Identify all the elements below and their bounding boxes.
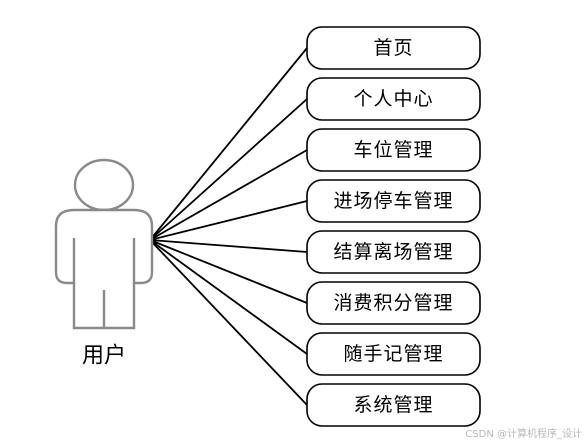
association-line xyxy=(149,200,308,241)
user-actor-icon xyxy=(54,158,154,330)
association-line xyxy=(149,149,308,241)
use-case-box xyxy=(306,383,481,427)
association-line xyxy=(149,47,308,241)
use-case-box xyxy=(306,281,481,325)
actor-body xyxy=(54,208,154,330)
use-case-label: 首页 xyxy=(373,37,413,59)
use-case-label: 结算离场管理 xyxy=(333,241,453,263)
use-case-node: 车位管理 xyxy=(306,128,481,172)
association-line xyxy=(149,239,308,304)
use-case-node: 进场停车管理 xyxy=(306,179,481,223)
use-case-box xyxy=(306,230,481,274)
use-case-box xyxy=(306,77,481,121)
use-case-node: 消费积分管理 xyxy=(306,281,481,325)
use-case-box xyxy=(306,332,481,376)
association-line xyxy=(149,239,308,406)
use-case-node: 随手记管理 xyxy=(306,332,481,376)
actor-label: 用户 xyxy=(82,344,126,369)
use-case-label: 车位管理 xyxy=(353,139,433,161)
use-case-box xyxy=(306,128,481,172)
association-line xyxy=(149,239,308,253)
use-case-label: 系统管理 xyxy=(353,394,433,416)
use-case-label: 个人中心 xyxy=(353,88,433,110)
use-case-label: 随手记管理 xyxy=(343,343,443,365)
association-line xyxy=(149,239,308,355)
use-case-node: 系统管理 xyxy=(306,383,481,427)
use-case-node: 结算离场管理 xyxy=(306,230,481,274)
use-case-label: 消费积分管理 xyxy=(333,292,453,314)
association-lines xyxy=(149,47,308,406)
use-case-box xyxy=(306,179,481,223)
association-line xyxy=(149,98,308,241)
watermark-text: CSDN @计算机程序_设计 xyxy=(465,427,582,440)
use-case-label: 进场停车管理 xyxy=(333,190,453,212)
use-case-node: 首页 xyxy=(306,26,481,70)
use-case-box xyxy=(306,26,481,70)
use-case-node: 个人中心 xyxy=(306,77,481,121)
actor-head xyxy=(73,158,135,212)
